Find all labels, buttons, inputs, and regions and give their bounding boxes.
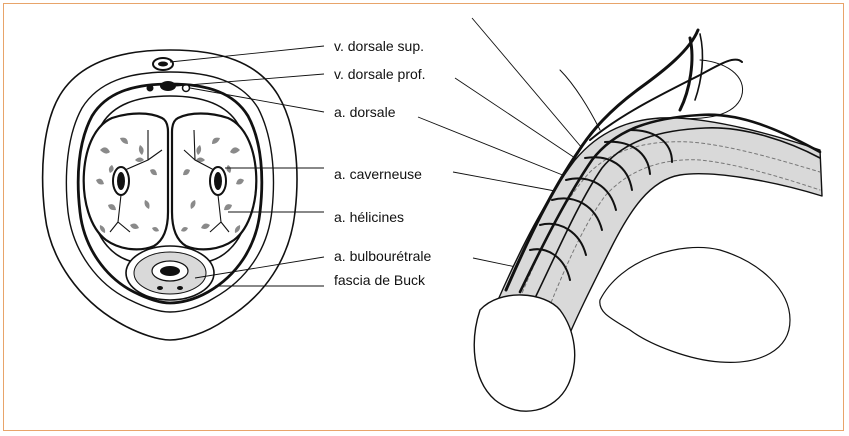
buck-fascia-ring xyxy=(76,82,264,305)
scrotum xyxy=(599,246,791,363)
lateral-view xyxy=(473,28,823,412)
label-v-dorsale-sup: v. dorsale sup. xyxy=(334,38,425,54)
label-v-dorsale-prof: v. dorsale prof. xyxy=(334,66,426,82)
corpus-cavernosum-left xyxy=(82,112,170,251)
label-a-caverneuse: a. caverneuse xyxy=(334,166,422,182)
circumflex-branches xyxy=(529,129,673,281)
sinusoid-pattern-left xyxy=(96,137,159,233)
dorsal-vessels xyxy=(146,57,191,93)
sinusoid-pattern-right xyxy=(181,137,244,233)
shaft xyxy=(497,117,823,346)
corpus-cavernosum-right xyxy=(170,112,258,251)
glans xyxy=(473,294,576,412)
label-a-dorsale: a. dorsale xyxy=(334,104,396,120)
leader-lines xyxy=(169,17,591,287)
cross-section xyxy=(41,49,298,341)
skin-outline xyxy=(41,49,298,341)
label-a-helicines: a. hélicines xyxy=(334,209,405,225)
dartos-layer xyxy=(65,71,275,313)
corpus-spongiosum xyxy=(125,245,215,301)
label-fascia-de-buck: fascia de Buck xyxy=(334,272,426,288)
label-a-bulbouretrale: a. bulbourétrale xyxy=(334,248,432,264)
